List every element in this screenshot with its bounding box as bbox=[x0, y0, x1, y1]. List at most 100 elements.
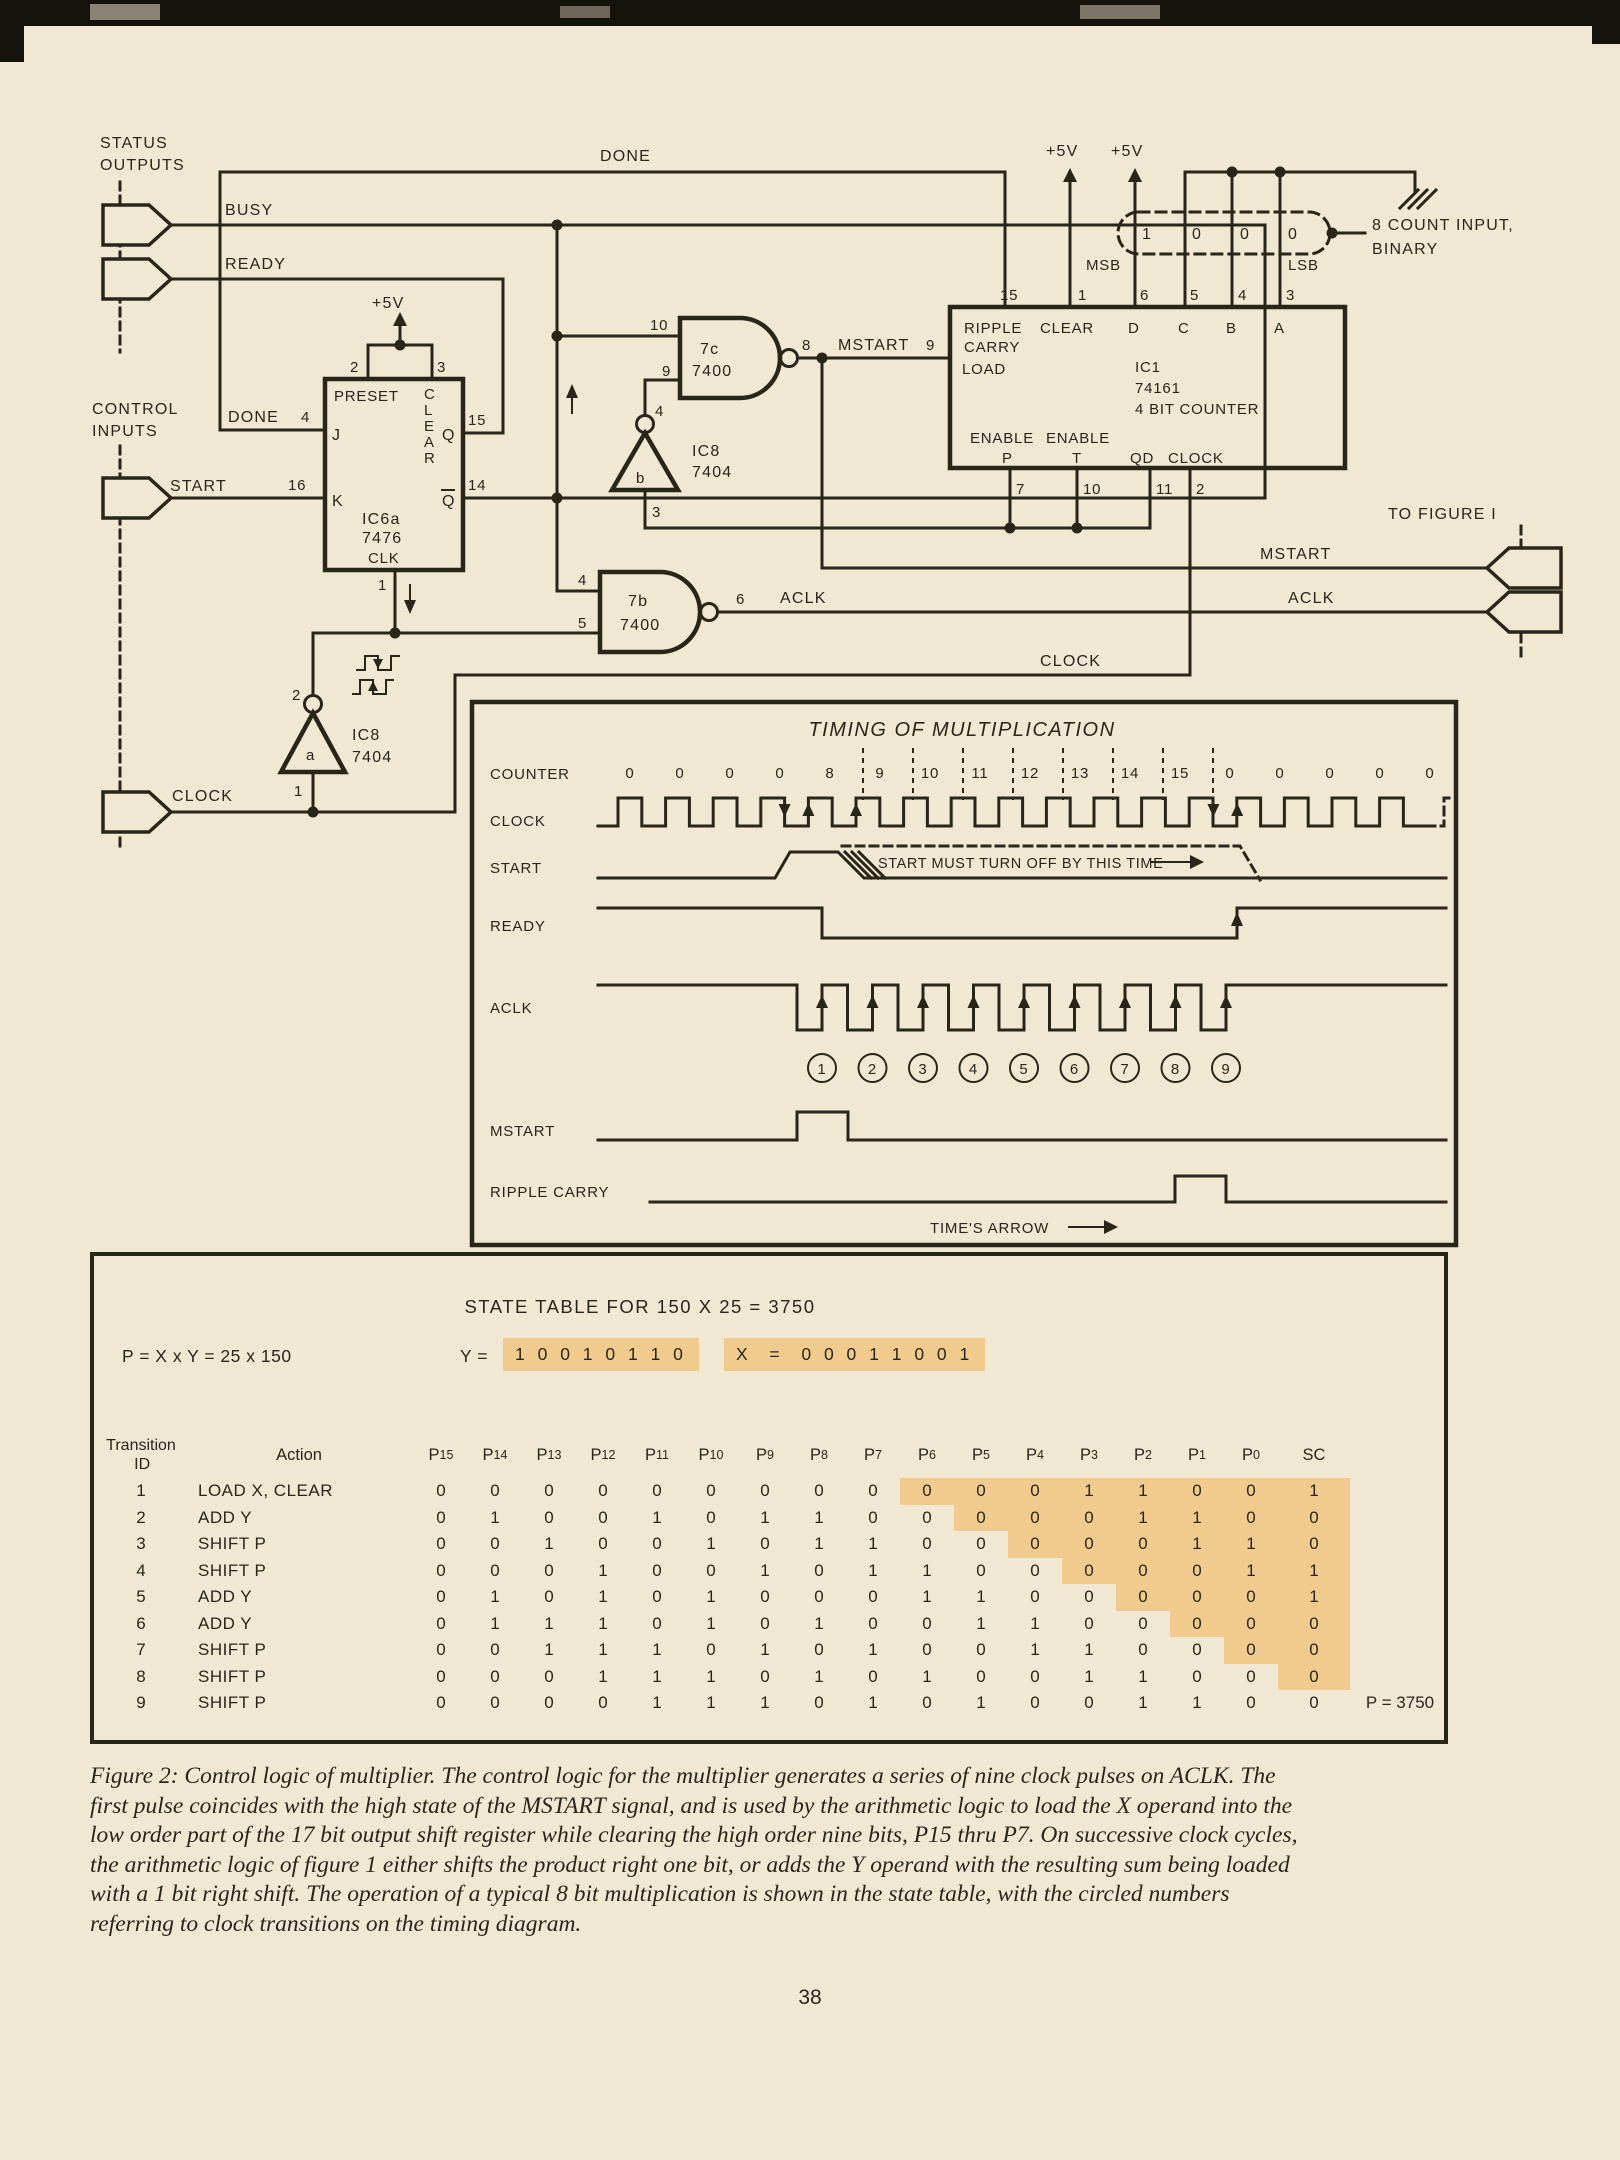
bit-cell: 0 bbox=[598, 1534, 608, 1554]
timing-diagram: TIMING OF MULTIPLICATION COUNTER CLOCK S… bbox=[469, 699, 1459, 1248]
bit-cell: 1 bbox=[760, 1507, 770, 1527]
bit-cell: 0 bbox=[922, 1613, 932, 1633]
nand-7c: 7c 7400 10 9 8 bbox=[650, 315, 810, 401]
scan-edge-mark bbox=[560, 6, 610, 18]
bit-cell: 1 bbox=[544, 1534, 554, 1554]
bit-cell: 1 bbox=[814, 1507, 824, 1527]
ic-desc: 4 BIT COUNTER bbox=[1135, 401, 1259, 418]
bit-cell: 0 bbox=[954, 1478, 1008, 1505]
ic-name: IC8 bbox=[352, 727, 381, 744]
bit-cell: 0 bbox=[868, 1481, 878, 1501]
bit-cell: 0 bbox=[1224, 1504, 1278, 1531]
pin-number: 1 bbox=[294, 783, 303, 800]
control-inputs-label: INPUTS bbox=[92, 423, 158, 440]
bit-cell: 0 bbox=[544, 1560, 554, 1580]
bit-cell: 1 bbox=[706, 1587, 716, 1607]
action-cell: LOAD X, CLEAR bbox=[198, 1481, 333, 1501]
bit-cell: 1 bbox=[1170, 1531, 1224, 1558]
bit-cell: 0 bbox=[1084, 1613, 1094, 1633]
control-inputs-group: CONTROL INPUTS bbox=[92, 401, 179, 850]
bit-cell: 0 bbox=[1224, 1478, 1278, 1505]
aclk-label: ACLK bbox=[780, 590, 827, 607]
qbar-output-label: Q bbox=[442, 493, 456, 510]
mstart-label: MSTART bbox=[838, 337, 910, 354]
clock-label: CLOCK bbox=[172, 788, 233, 805]
plus5v-label: +5V bbox=[1046, 143, 1079, 160]
ic-part: 7404 bbox=[692, 464, 732, 481]
transition-id: 5 bbox=[136, 1587, 146, 1607]
bit-cell: 1 bbox=[922, 1587, 932, 1607]
bit-cell: 1 bbox=[922, 1560, 932, 1580]
pin-number: 2 bbox=[350, 359, 359, 376]
bit-cell: 0 bbox=[868, 1666, 878, 1686]
sc-cell: 0 bbox=[1309, 1693, 1319, 1713]
bit-cell: 0 bbox=[814, 1640, 824, 1660]
plus5v-label: +5V bbox=[1111, 143, 1144, 160]
svg-text:L: L bbox=[424, 402, 433, 419]
sc-cell: 0 bbox=[1278, 1610, 1350, 1637]
bit-cell: 1 bbox=[1116, 1504, 1170, 1531]
transition-id: 9 bbox=[136, 1693, 146, 1713]
busy-connector bbox=[101, 203, 174, 247]
action-cell: ADD Y bbox=[198, 1507, 253, 1527]
sc-cell: 1 bbox=[1278, 1557, 1350, 1584]
row-note bbox=[1350, 1664, 1450, 1691]
wires bbox=[169, 170, 1489, 814]
transition-id: 2 bbox=[136, 1507, 146, 1527]
start-label: START bbox=[170, 478, 227, 495]
bit-cell: 0 bbox=[814, 1560, 824, 1580]
svg-text:CLOCK: CLOCK bbox=[1168, 450, 1224, 467]
times-arrow-label: TIME'S ARROW bbox=[930, 1220, 1049, 1237]
clock-label: CLOCK bbox=[1040, 653, 1101, 670]
pulse-number-circle bbox=[1110, 1053, 1140, 1083]
up-arrow-icon bbox=[866, 995, 879, 1008]
plus5v-label: +5V bbox=[372, 295, 405, 312]
scan-edge-corner-left bbox=[0, 0, 24, 62]
bit-cell: 0 bbox=[922, 1693, 932, 1713]
row-label: READY bbox=[490, 918, 546, 935]
scan-edge-mark bbox=[1080, 5, 1160, 19]
svg-text:A: A bbox=[424, 434, 435, 451]
bit-cell: 0 bbox=[1008, 1478, 1062, 1505]
aclk-waveform bbox=[596, 983, 1454, 1032]
pin-number: 5 bbox=[578, 615, 587, 632]
bit-cell: 0 bbox=[544, 1693, 554, 1713]
mstart-waveform bbox=[596, 1110, 1454, 1142]
counter-value: 0 bbox=[675, 765, 684, 782]
pin-number: 14 bbox=[468, 477, 486, 494]
bit-cell: 0 bbox=[1116, 1584, 1170, 1611]
pin-number: 1 bbox=[378, 577, 387, 594]
bit-cell: 1 bbox=[814, 1666, 824, 1686]
svg-text:C: C bbox=[424, 386, 436, 403]
inverter-ic8a: 2 a IC8 7404 1 bbox=[277, 687, 391, 800]
pin-number: 15 bbox=[468, 412, 486, 429]
row-note bbox=[1350, 1584, 1450, 1611]
svg-text:D: D bbox=[1128, 320, 1140, 337]
scan-edge-top bbox=[0, 0, 1620, 26]
counter-value: 0 bbox=[1225, 765, 1234, 782]
control-inputs-label: CONTROL bbox=[92, 401, 179, 418]
bit-cell: 1 bbox=[868, 1693, 878, 1713]
aclk-trace bbox=[596, 983, 1440, 1032]
bit-cell: 0 bbox=[652, 1534, 662, 1554]
bit-cell: 0 bbox=[1030, 1587, 1040, 1607]
binary-count-input: 1 0 0 0 MSB LSB 8 COUNT INPUT, BINARY bbox=[1086, 210, 1513, 274]
bit-cell: 0 bbox=[814, 1693, 824, 1713]
ready-connector bbox=[101, 257, 174, 301]
bit-cell: 0 bbox=[706, 1481, 716, 1501]
bit-cell: 0 bbox=[598, 1693, 608, 1713]
bit-cell: 1 bbox=[706, 1666, 716, 1686]
bit-cell: 0 bbox=[1008, 1504, 1062, 1531]
bit-cell: 0 bbox=[868, 1507, 878, 1527]
bit-cell: 0 bbox=[1084, 1587, 1094, 1607]
up-arrow-icon bbox=[566, 384, 578, 398]
sc-cell: 0 bbox=[1278, 1637, 1350, 1664]
bit-cell: 0 bbox=[436, 1693, 446, 1713]
bit-cell: 1 bbox=[1224, 1531, 1278, 1558]
bit-cell: 0 bbox=[652, 1560, 662, 1580]
row-label: RIPPLE CARRY bbox=[490, 1184, 609, 1201]
